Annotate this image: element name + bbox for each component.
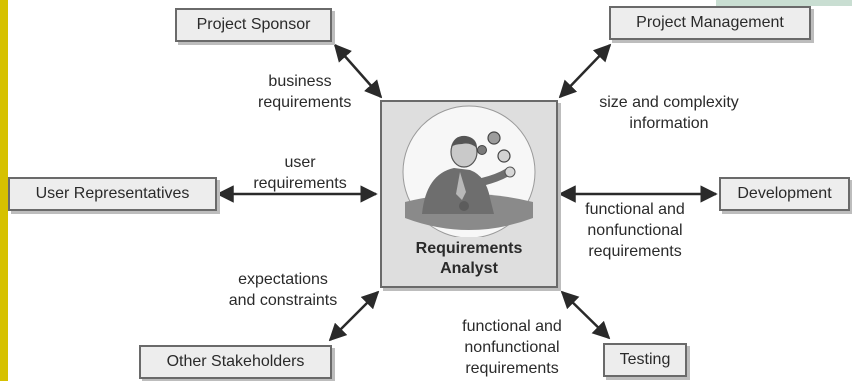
node-project-management-label: Project Management xyxy=(636,14,784,31)
node-development: Development xyxy=(719,177,850,211)
node-other-stakeholders: Other Stakeholders xyxy=(139,345,332,379)
flow-label-expectations: expectations and constraints xyxy=(213,269,353,311)
corner-accent xyxy=(716,0,852,6)
flow-label-line: requirements xyxy=(253,175,347,192)
flow-label-line: requirements xyxy=(465,360,559,377)
flow-label-line: functional and xyxy=(585,201,685,218)
flow-label-line: requirements xyxy=(258,94,352,111)
node-testing-label: Testing xyxy=(619,351,671,368)
flow-label-line: expectations xyxy=(238,271,328,288)
node-project-sponsor: Project Sponsor xyxy=(175,8,332,42)
flow-label-line: business xyxy=(268,73,332,90)
flow-label-testing: functional and nonfunctional requirement… xyxy=(445,316,579,379)
arrow-project-sponsor xyxy=(333,43,383,99)
flow-label-line: information xyxy=(629,115,709,132)
flow-label-line: size and complexity xyxy=(599,94,739,111)
node-development-label: Development xyxy=(737,185,832,202)
flow-label-line: nonfunctional xyxy=(587,222,683,239)
center-title-line: Requirements xyxy=(415,240,523,257)
flow-label-size: size and complexity information xyxy=(580,92,758,134)
flow-label-dev: functional and nonfunctional requirement… xyxy=(570,199,700,262)
center-title: Requirements Analyst xyxy=(382,239,556,279)
flow-label-line: requirements xyxy=(588,243,682,260)
arrow-testing xyxy=(560,290,611,340)
node-user-representatives-label: User Representatives xyxy=(35,185,190,202)
node-other-stakeholders-label: Other Stakeholders xyxy=(166,353,305,370)
flow-label-business: business requirements xyxy=(258,71,352,113)
left-accent-bar xyxy=(0,0,8,381)
flow-label-line: nonfunctional xyxy=(464,339,560,356)
node-testing: Testing xyxy=(603,343,687,377)
node-project-sponsor-label: Project Sponsor xyxy=(196,16,311,33)
arrow-project-management xyxy=(558,43,612,99)
arrow-other-stakeholders xyxy=(328,290,380,342)
node-project-management: Project Management xyxy=(609,6,811,40)
flow-label-line: functional and xyxy=(462,318,562,335)
flow-label-line: and constraints xyxy=(228,292,338,309)
node-user-representatives: User Representatives xyxy=(8,177,217,211)
flow-label-line: user xyxy=(284,154,316,171)
person-juggling-icon xyxy=(402,105,536,237)
requirements-analyst-box: Requirements Analyst xyxy=(380,100,558,288)
center-title-line: Analyst xyxy=(440,260,498,277)
flow-label-user: user requirements xyxy=(240,152,360,194)
